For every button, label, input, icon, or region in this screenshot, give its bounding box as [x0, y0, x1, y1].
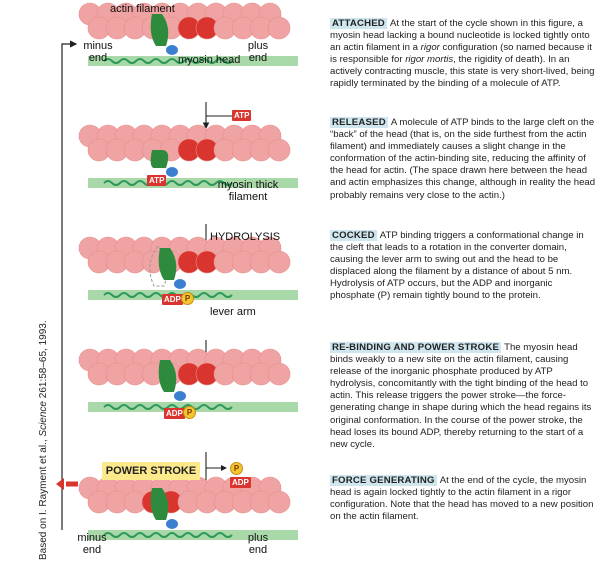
converter-domain — [174, 391, 186, 401]
converter-domain — [174, 279, 186, 289]
panel-1 — [78, 2, 298, 66]
myosin-head — [158, 248, 177, 280]
adp-badge-rebind: ADP — [164, 408, 185, 419]
minus-end-label-bottom: minus end — [77, 532, 107, 556]
step-title: FORCE GENERATING — [330, 475, 437, 486]
minus-end-label-top: minus end — [83, 40, 113, 64]
step-title: ATTACHED — [330, 18, 387, 29]
adp-badge-released: ADP — [230, 477, 251, 488]
phosphate-rebind: P — [183, 406, 196, 419]
myosin-head — [150, 14, 169, 46]
actin-subunit — [267, 250, 291, 274]
atp-entry-arrow — [205, 115, 232, 126]
adp-badge-cocked: ADP — [162, 294, 183, 305]
phosphate-cocked: P — [181, 292, 194, 305]
atp-badge-incoming: ATP — [232, 110, 252, 121]
actin-subunit — [267, 16, 291, 40]
converter-domain — [166, 519, 178, 529]
myosin-head-label: myosin head — [178, 54, 241, 66]
source-credit: Based on I. Rayment et al., Science 261:… — [38, 320, 49, 560]
actin-subunit — [267, 362, 291, 386]
actin-subunit — [267, 138, 291, 162]
actin-filament-label: actin filament — [110, 3, 175, 15]
power-stroke-label: POWER STROKE — [102, 462, 200, 480]
myosin-head — [150, 150, 169, 169]
step-title: RELEASED — [330, 117, 388, 128]
myosin-tail — [103, 404, 233, 410]
myosin-tail — [103, 532, 233, 538]
myosin-thick-filament-label: myosin thick filament — [217, 179, 279, 203]
panel-5 — [78, 476, 298, 540]
lever-arm-label: lever arm — [210, 306, 256, 318]
hydrolysis-label: HYDROLYSIS — [210, 231, 281, 243]
panel-4 — [78, 348, 298, 412]
converter-domain — [166, 45, 178, 55]
atp-badge-bound: ATP — [147, 175, 167, 186]
cycle-return-arrow — [61, 40, 78, 530]
step-title: COCKED — [330, 230, 377, 241]
myosin-tail — [103, 180, 233, 186]
panel-2 — [78, 124, 298, 188]
myosin-head — [158, 360, 177, 392]
myosin-tail — [103, 58, 233, 64]
myosin-head — [150, 488, 169, 520]
phosphate-released: P — [230, 462, 243, 475]
actin-subunit — [267, 490, 291, 514]
plus-end-label-bottom: plus end — [247, 532, 269, 556]
step-title: RE-BINDING AND POWER STROKE — [330, 342, 502, 353]
converter-domain — [166, 167, 178, 177]
panel-3 — [78, 236, 298, 300]
plus-end-label-top: plus end — [247, 40, 269, 64]
